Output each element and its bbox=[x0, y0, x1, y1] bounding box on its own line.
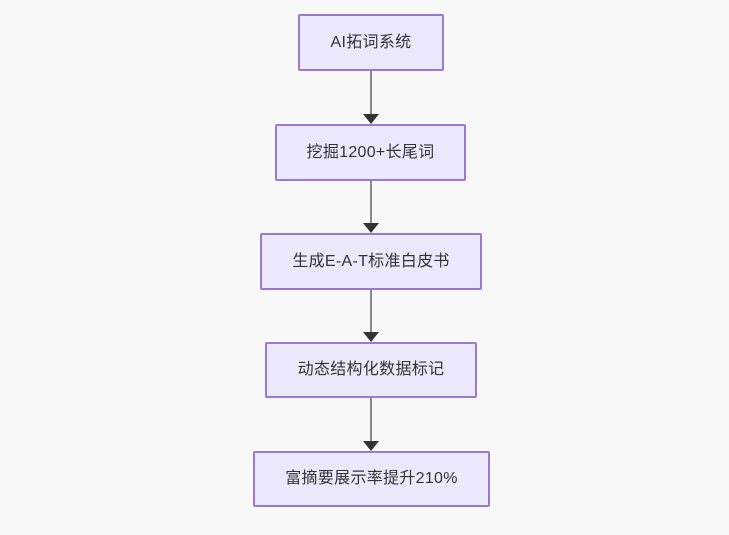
flow-node-mine-longtail-keywords[interactable]: 挖掘1200+长尾词 bbox=[275, 124, 466, 181]
edge-n1-n2 bbox=[363, 71, 379, 124]
edge-n2-n3 bbox=[363, 181, 379, 233]
edge-n4-n5 bbox=[363, 398, 379, 451]
flow-node-dynamic-structured-data-markup[interactable]: 动态结构化数据标记 bbox=[265, 342, 477, 398]
edge-n3-n4 bbox=[363, 290, 379, 342]
flow-node-ai-keyword-system[interactable]: AI拓词系统 bbox=[298, 14, 444, 71]
flow-node-rich-snippet-impression-lift[interactable]: 富摘要展示率提升210% bbox=[253, 451, 490, 507]
flow-node-generate-eat-whitepaper[interactable]: 生成E-A-T标准白皮书 bbox=[260, 233, 482, 290]
